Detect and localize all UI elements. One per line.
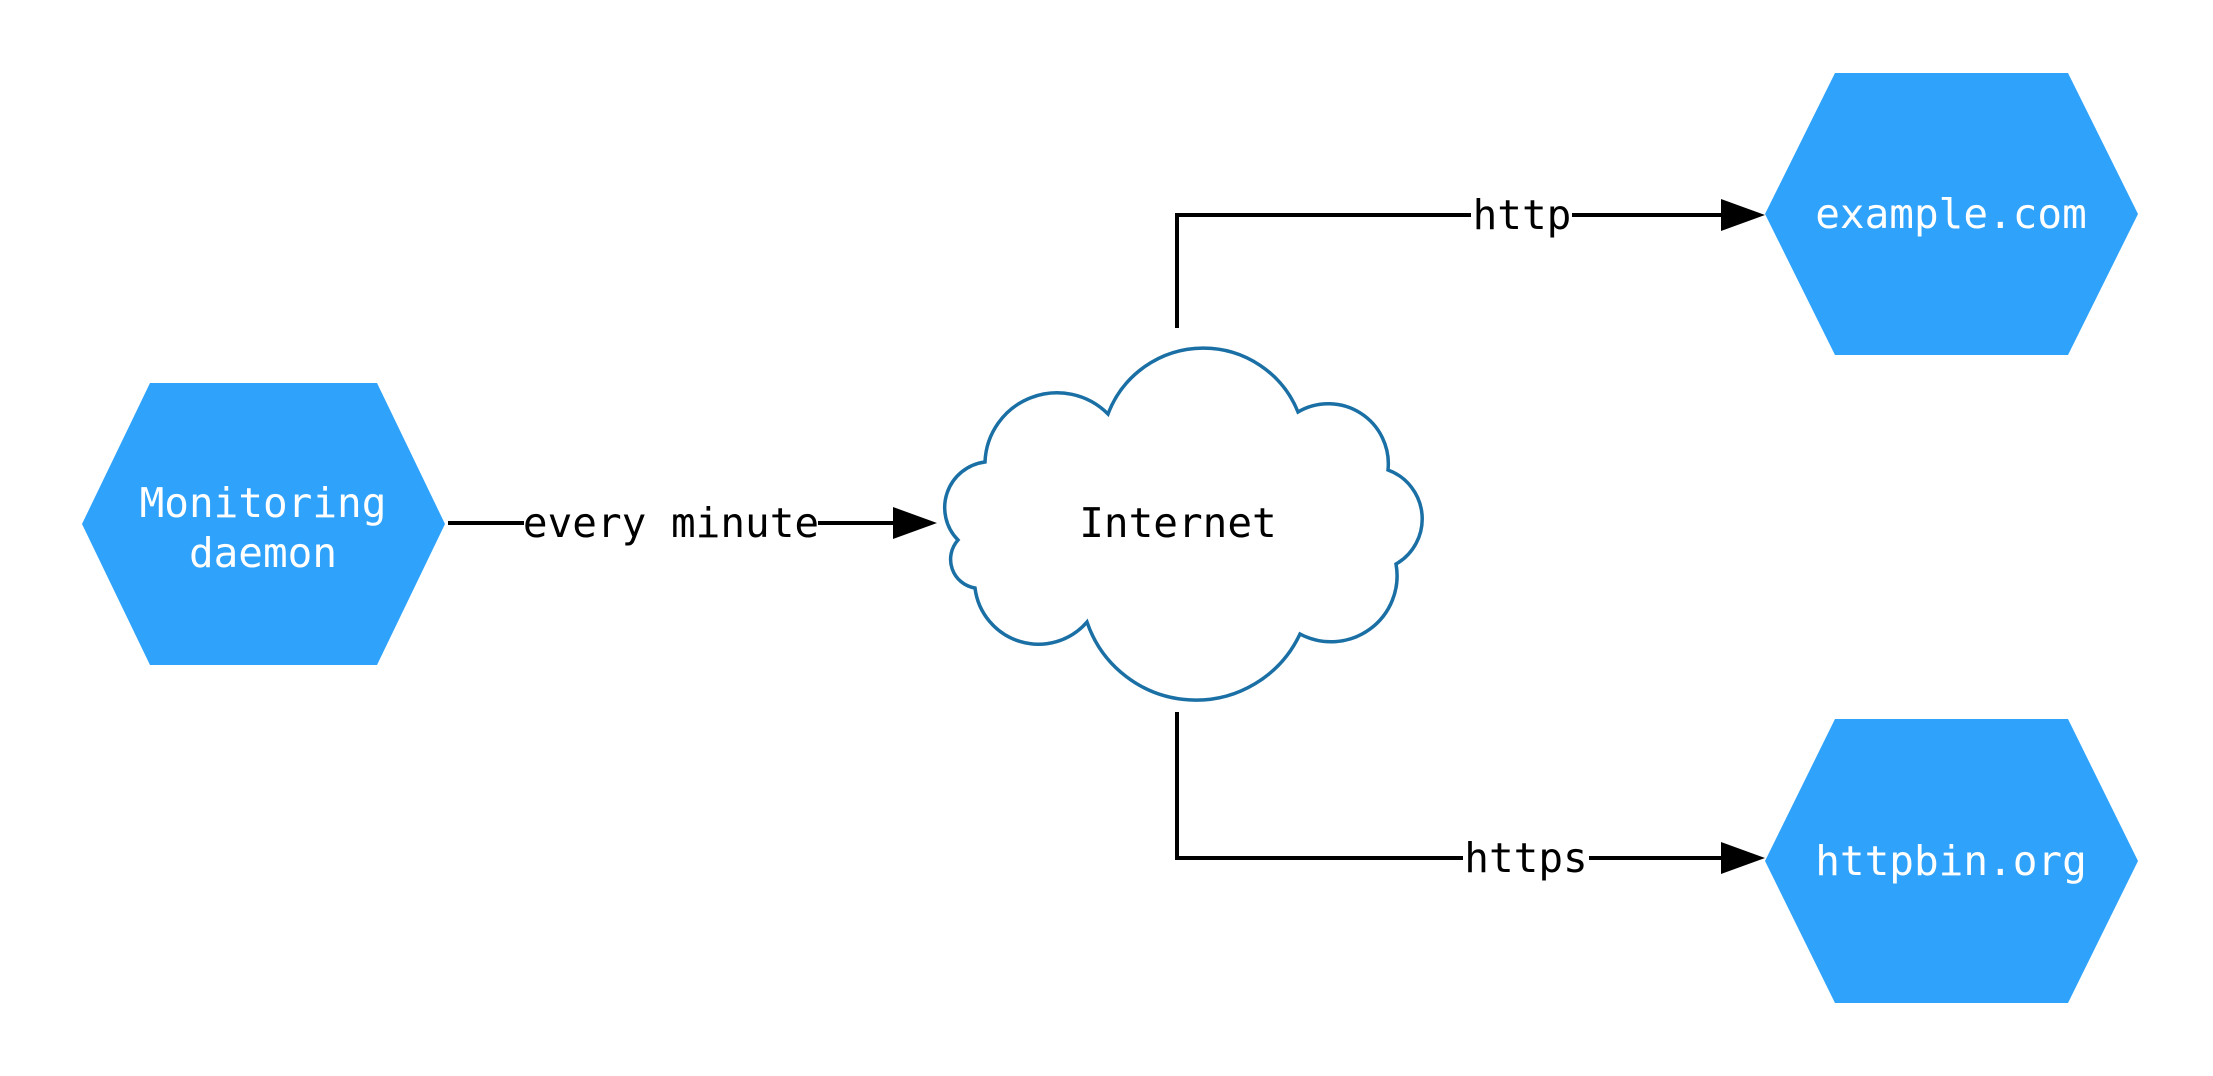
hexagon-shape — [82, 383, 445, 665]
arrowhead-icon — [893, 507, 937, 539]
arrowhead-icon — [1721, 842, 1765, 874]
edge-line — [1175, 712, 1463, 860]
edge-http: http — [1175, 191, 1765, 328]
node-label-line1: Monitoring — [140, 479, 387, 527]
node-monitoring-daemon: Monitoring daemon — [82, 383, 445, 665]
node-label-line2: daemon — [189, 529, 337, 577]
edge-label-http: http — [1473, 191, 1572, 239]
cloud-shape — [942, 346, 1424, 702]
hexagon-shape — [1765, 73, 2138, 355]
edge-https: https — [1175, 712, 1765, 882]
edge-line — [1175, 213, 1471, 328]
node-internet-cloud: Internet — [942, 346, 1424, 702]
hexagon-shape — [1765, 719, 2138, 1003]
edge-label-every-minute: every minute — [523, 499, 819, 547]
node-label-internet: Internet — [1079, 499, 1276, 547]
node-httpbin-org: httpbin.org — [1765, 719, 2138, 1003]
node-label-example-com: example.com — [1815, 190, 2087, 238]
edge-every-minute: every minute — [448, 499, 937, 547]
node-example-com: example.com — [1765, 73, 2138, 355]
edge-label-https: https — [1464, 834, 1587, 882]
arrowhead-icon — [1721, 199, 1765, 231]
node-label-httpbin-org: httpbin.org — [1815, 837, 2087, 885]
